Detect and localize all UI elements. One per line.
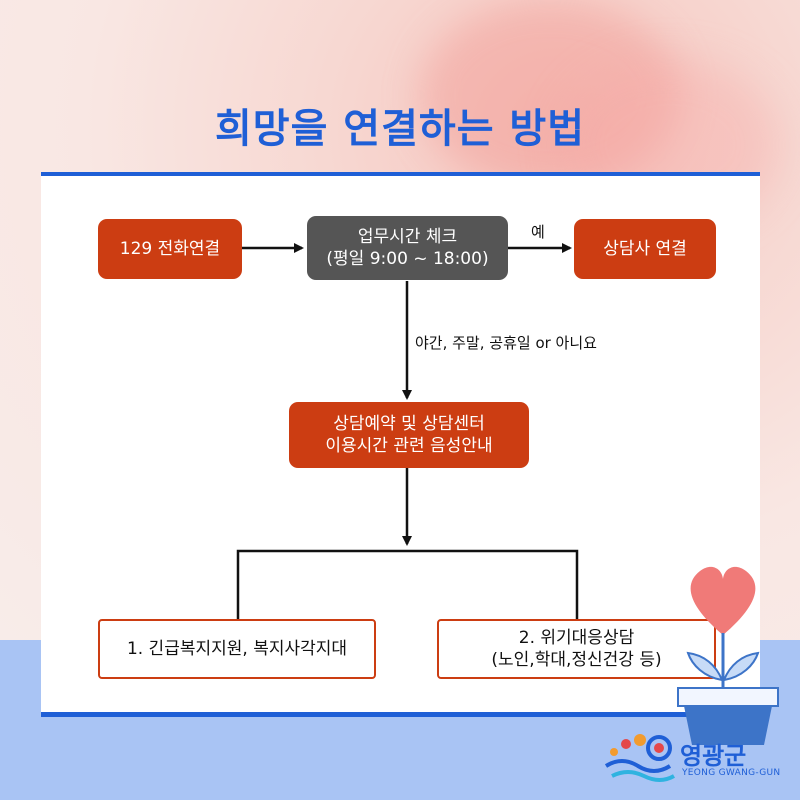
background-blob — [420, 0, 680, 190]
node-option2-line2: (노인,학대,정신건강 등) — [491, 650, 662, 670]
node-phone-call: 129 전화연결 — [98, 219, 242, 279]
page-title: 희망을 연결하는 방법 — [214, 106, 586, 152]
node-check-line2: (평일 9:00 ~ 18:00) — [326, 249, 489, 269]
heart-icon — [690, 566, 756, 635]
node-voice-guide: 상담예약 및 상담센터 이용시간 관련 음성안내 — [289, 402, 529, 468]
node-business-hours-check: 업무시간 체크 (평일 9:00 ~ 18:00) — [307, 216, 508, 280]
node-crisis-counseling: 2. 위기대응상담 (노인,학대,정신건강 등) — [437, 619, 716, 679]
node-counselor-connect: 상담사 연결 — [574, 219, 716, 279]
flow-connectors — [236, 243, 579, 619]
node-counselor-label: 상담사 연결 — [603, 239, 687, 259]
heart-flower-pot-illustration — [677, 566, 779, 745]
edge-label-no: 야간, 주말, 공휴일 or 아니요 — [415, 334, 597, 352]
node-voice-line1: 상담예약 및 상담센터 — [333, 414, 485, 434]
node-emergency-welfare: 1. 긴급복지지원, 복지사각지대 — [98, 619, 376, 679]
leaf-right-icon — [722, 651, 760, 682]
node-voice-line2: 이용시간 관련 음성안내 — [325, 436, 493, 456]
yeonggwang-logo-icon — [604, 734, 675, 782]
edge-label-yes: 예 — [531, 223, 545, 241]
leaf-left-icon — [686, 651, 724, 682]
branch-connector — [236, 549, 579, 619]
logo-name: 영광군 — [680, 742, 747, 770]
pot-rim — [677, 687, 779, 707]
node-phone-call-label: 129 전화연결 — [119, 239, 221, 259]
logo-subtitle: YEONG GWANG-GUN — [682, 768, 781, 778]
flowchart-panel: 129 전화연결 업무시간 체크 (평일 9:00 ~ 18:00) 예 상담사… — [41, 172, 760, 717]
node-check-line1: 업무시간 체크 — [357, 227, 458, 247]
pot-body — [684, 706, 772, 745]
node-option2-line1: 2. 위기대응상담 — [518, 628, 635, 648]
node-option1-label: 1. 긴급복지지원, 복지사각지대 — [126, 639, 348, 659]
